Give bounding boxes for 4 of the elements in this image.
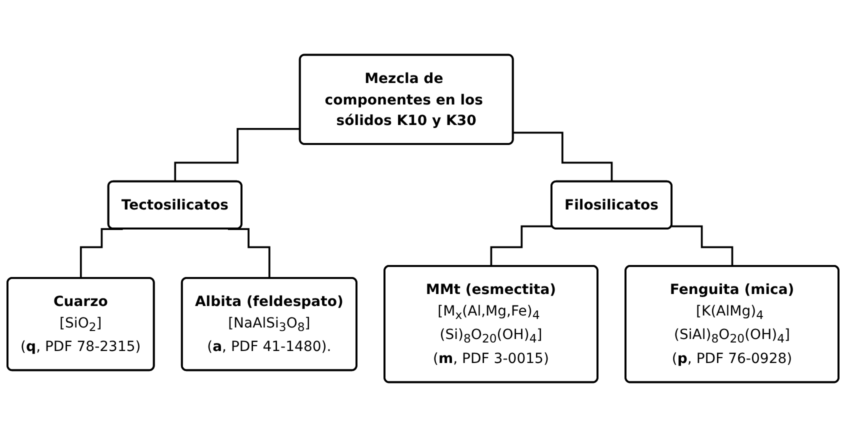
connector <box>513 132 613 183</box>
connector <box>174 128 300 183</box>
connector <box>490 225 552 268</box>
connector <box>672 225 734 268</box>
